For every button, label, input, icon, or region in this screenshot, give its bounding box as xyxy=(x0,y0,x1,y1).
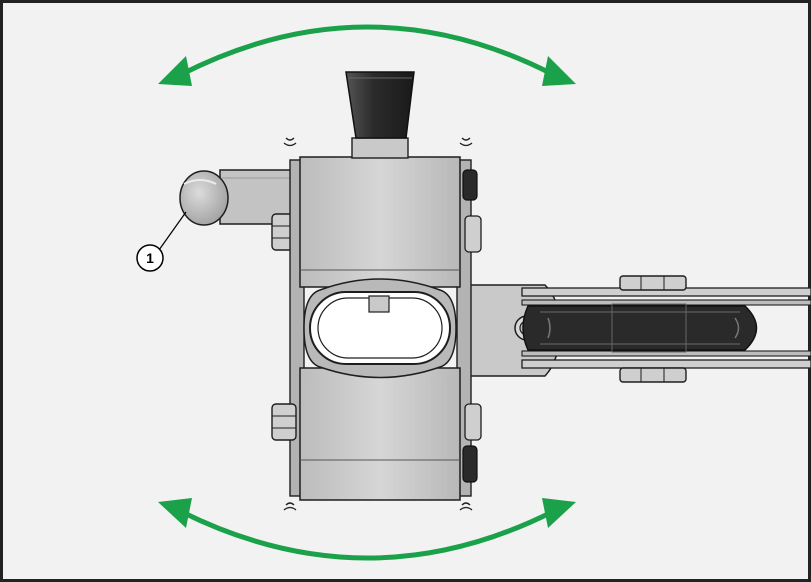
callout-number: 1 xyxy=(146,250,154,266)
callout-leader-line xyxy=(158,211,187,251)
callout-1: 1 xyxy=(136,211,187,272)
left-pin-arm xyxy=(179,169,303,251)
motion-marks xyxy=(283,137,473,511)
callout-circle xyxy=(136,244,164,272)
rotation-arrow-bottom xyxy=(158,498,576,561)
rotation-arrow-top xyxy=(158,24,576,86)
pulley-wheel xyxy=(522,275,758,383)
clamp-body xyxy=(289,156,472,501)
adjustment-knob xyxy=(345,71,415,159)
body-bolts xyxy=(271,169,482,483)
